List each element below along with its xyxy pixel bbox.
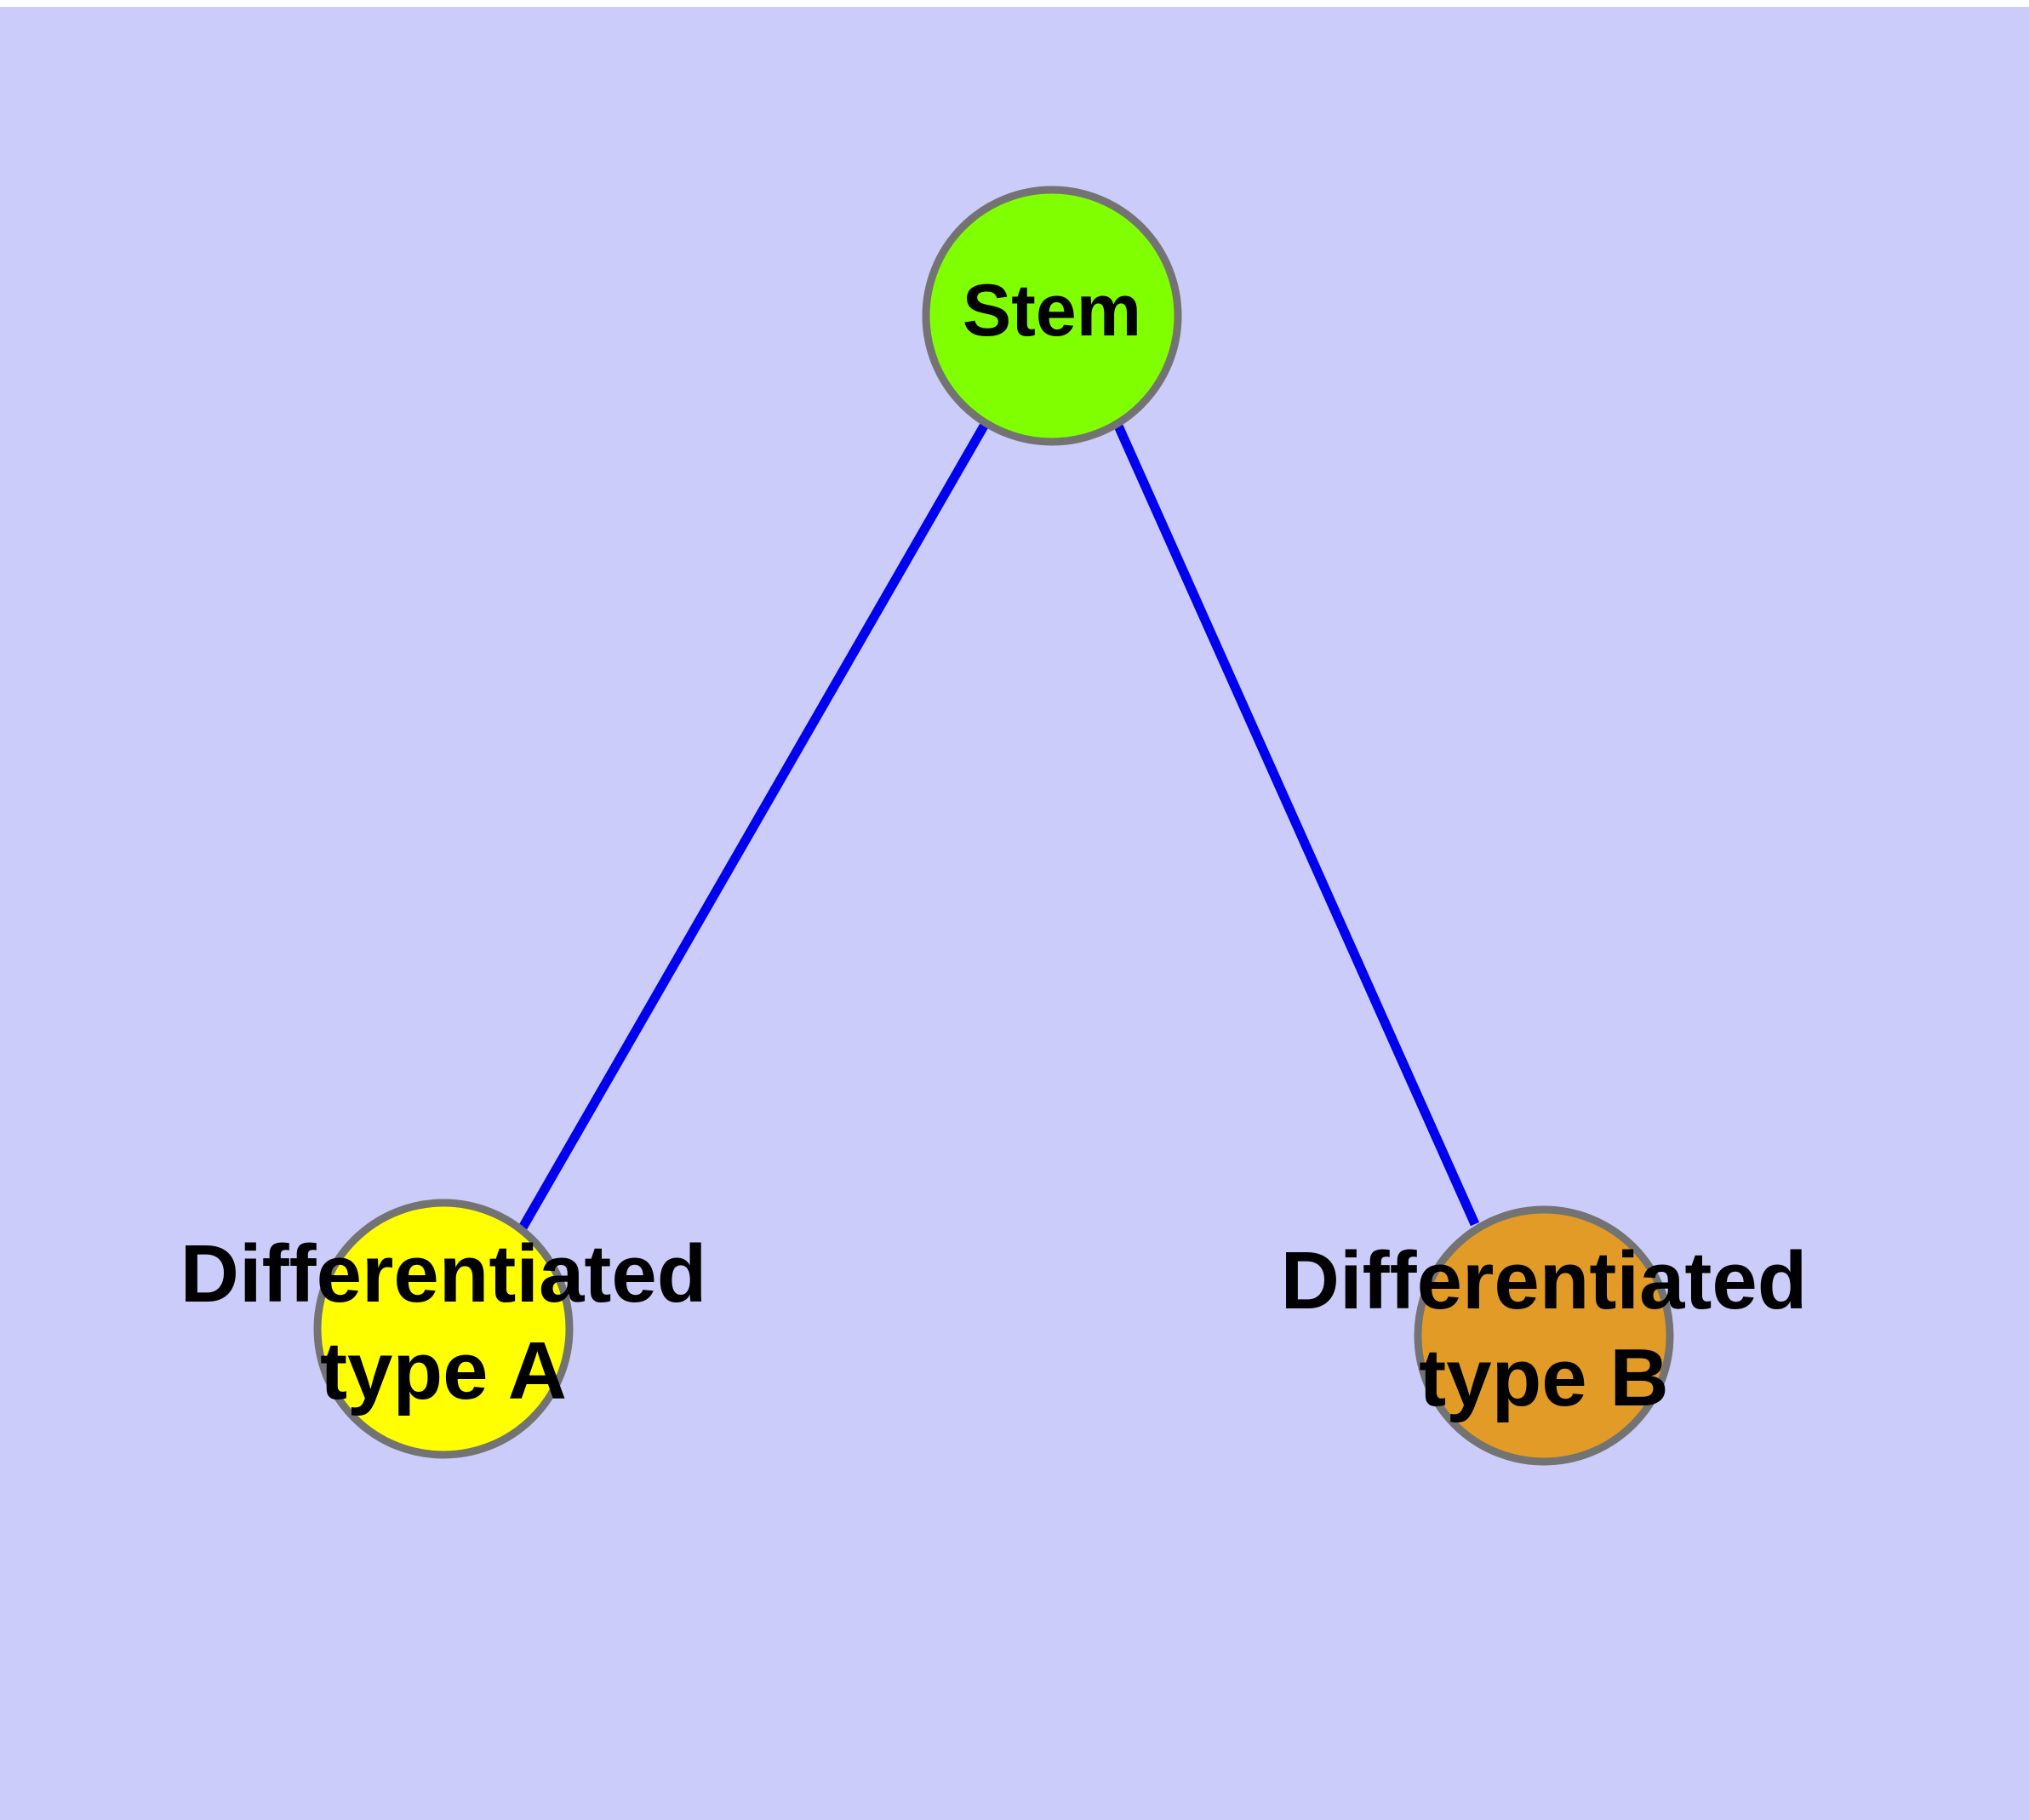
- node-circle-diff-a[interactable]: [313, 1199, 574, 1459]
- node-stem[interactable]: Stem: [922, 186, 1182, 446]
- node-label-line: Differentiated: [1281, 1235, 1808, 1326]
- node-circle-stem[interactable]: [922, 186, 1182, 446]
- node-label-stem: Stem: [963, 270, 1141, 352]
- edges-group: [517, 421, 1480, 1232]
- node-label-line: type A: [320, 1325, 567, 1417]
- edge-stem-to-a: [517, 421, 990, 1232]
- node-label-line: Stem: [963, 270, 1141, 352]
- node-label-line: Differentiated: [180, 1228, 707, 1319]
- node-label-line: type B: [1419, 1332, 1668, 1423]
- node-circle-diff-b[interactable]: [1414, 1205, 1674, 1466]
- edge-stem-to-b: [1112, 421, 1480, 1227]
